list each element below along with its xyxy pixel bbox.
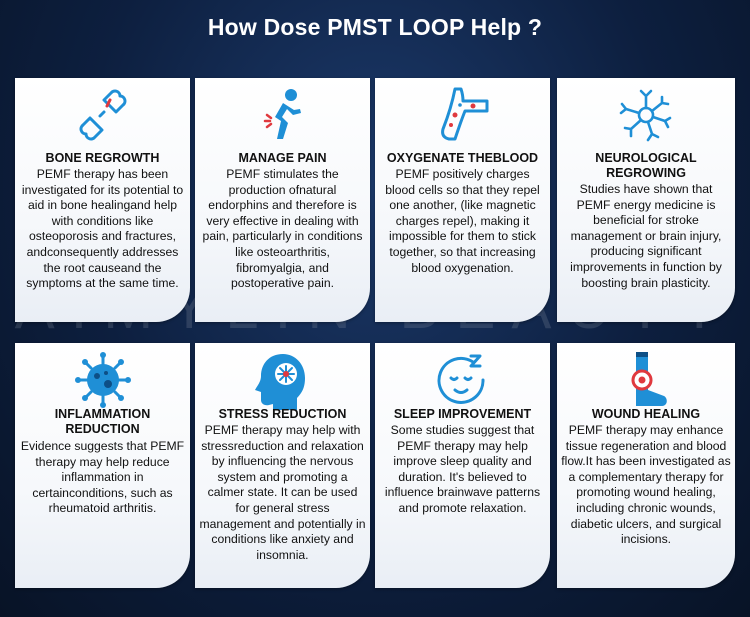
card-title: WOUND HEALING xyxy=(591,407,701,421)
bone-joint-icon xyxy=(15,84,190,146)
page-title: How Dose PMST LOOP Help ? xyxy=(207,14,543,40)
card-title: NEUROLOGICAL REGROWING xyxy=(595,151,697,180)
card-body: PEMF therapy may help with stressreducti… xyxy=(199,423,366,562)
head-brain-icon xyxy=(195,349,370,411)
card-body: PEMF stimulates the production ofnatural… xyxy=(202,167,363,291)
card-title: STRESS REDUCTION xyxy=(218,407,347,421)
benefit-card-neurological-regrowing: NEUROLOGICAL REGROWING Studies have show… xyxy=(557,78,735,322)
card-body: PEMF therapy may enhance tissue regenera… xyxy=(561,423,731,547)
card-title: BONE REGROWTH xyxy=(45,151,160,165)
card-body: Evidence suggests that PEMF therapy may … xyxy=(20,439,185,516)
benefit-card-wound-healing: WOUND HEALING PEMF therapy may enhance t… xyxy=(557,343,735,588)
card-title: OXYGENATE THEBLOOD xyxy=(386,151,539,165)
neuron-icon xyxy=(557,84,735,146)
card-body: Some studies suggest that PEMF therapy m… xyxy=(384,423,541,515)
blood-vessel-icon xyxy=(375,84,550,146)
sleep-face-icon xyxy=(375,349,550,411)
card-body: PEMF therapy has been investigated for i… xyxy=(21,167,184,291)
virus-icon xyxy=(15,349,190,411)
benefit-card-sleep-improvement: SLEEP IMPROVEMENT Some studies suggest t… xyxy=(375,343,550,588)
benefit-card-inflammation-reduction: INFLAMMATION REDUCTION Evidence suggests… xyxy=(15,343,190,588)
card-title: INFLAMMATION REDUCTION xyxy=(54,407,151,436)
card-body: Studies have shown that PEMF energy medi… xyxy=(570,182,722,290)
card-title: MANAGE PAIN xyxy=(238,151,327,165)
benefit-card-bone-regrowth: BONE REGROWTH PEMF therapy has been inve… xyxy=(15,78,190,322)
benefit-card-oxygenate-blood: OXYGENATE THEBLOOD PEMF positively charg… xyxy=(375,78,550,322)
benefit-card-manage-pain: MANAGE PAIN PEMF stimulates the producti… xyxy=(195,78,370,322)
knee-pain-icon xyxy=(195,84,370,146)
benefit-card-stress-reduction: STRESS REDUCTION PEMF therapy may help w… xyxy=(195,343,370,588)
card-body: PEMF positively charges blood cells so t… xyxy=(385,167,540,275)
leg-wound-icon xyxy=(557,349,735,411)
card-title: SLEEP IMPROVEMENT xyxy=(393,407,532,421)
